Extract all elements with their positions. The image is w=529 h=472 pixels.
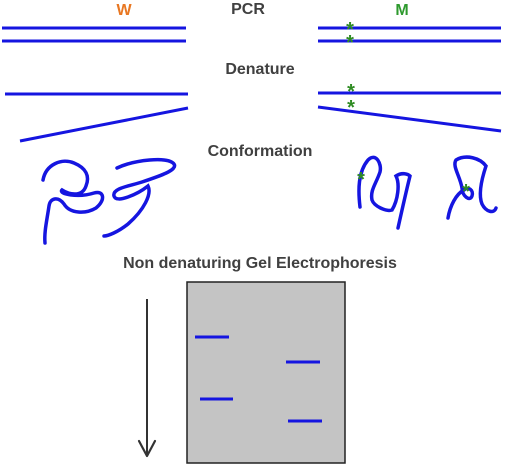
wild-type-folded-strand-1 — [41, 159, 105, 245]
mutant-single-strand-2 — [317, 105, 502, 133]
gel-electrophoresis-label: Non denaturing Gel Electrophoresis — [123, 255, 397, 272]
mutant-pcr-duplex — [318, 26, 501, 43]
mutant-denatured-strands — [317, 91, 502, 133]
mutation-marker-pcr-bottom: * — [346, 32, 354, 54]
denature-step-label: Denature — [225, 61, 295, 78]
pcr-step-label: PCR — [231, 1, 265, 18]
wild-type-denatured-strands — [5, 92, 189, 143]
conformation-step-label: Conformation — [207, 143, 313, 160]
mutant-folded-strand-1 — [357, 155, 412, 230]
mutation-marker-denature-1: * — [347, 81, 355, 103]
mutation-marker-pcr-top: * — [346, 19, 354, 41]
wild-type-folded-strand-2 — [102, 157, 177, 238]
mutant-label: M — [395, 2, 409, 19]
mutation-marker-conformation-2: * — [462, 181, 470, 203]
mutation-marker-conformation-1: * — [357, 169, 365, 191]
migration-arrow-head — [137, 439, 157, 458]
wild-type-single-strand-2 — [19, 106, 189, 143]
migration-arrow — [137, 299, 157, 458]
wild-type-label: W — [116, 2, 132, 19]
wild-type-pcr-duplex — [2, 26, 186, 43]
mutation-marker-denature-2: * — [347, 97, 355, 119]
gel-bands — [195, 335, 322, 423]
mutant-folded-strand-2 — [446, 155, 498, 220]
gel-slab — [186, 281, 346, 464]
